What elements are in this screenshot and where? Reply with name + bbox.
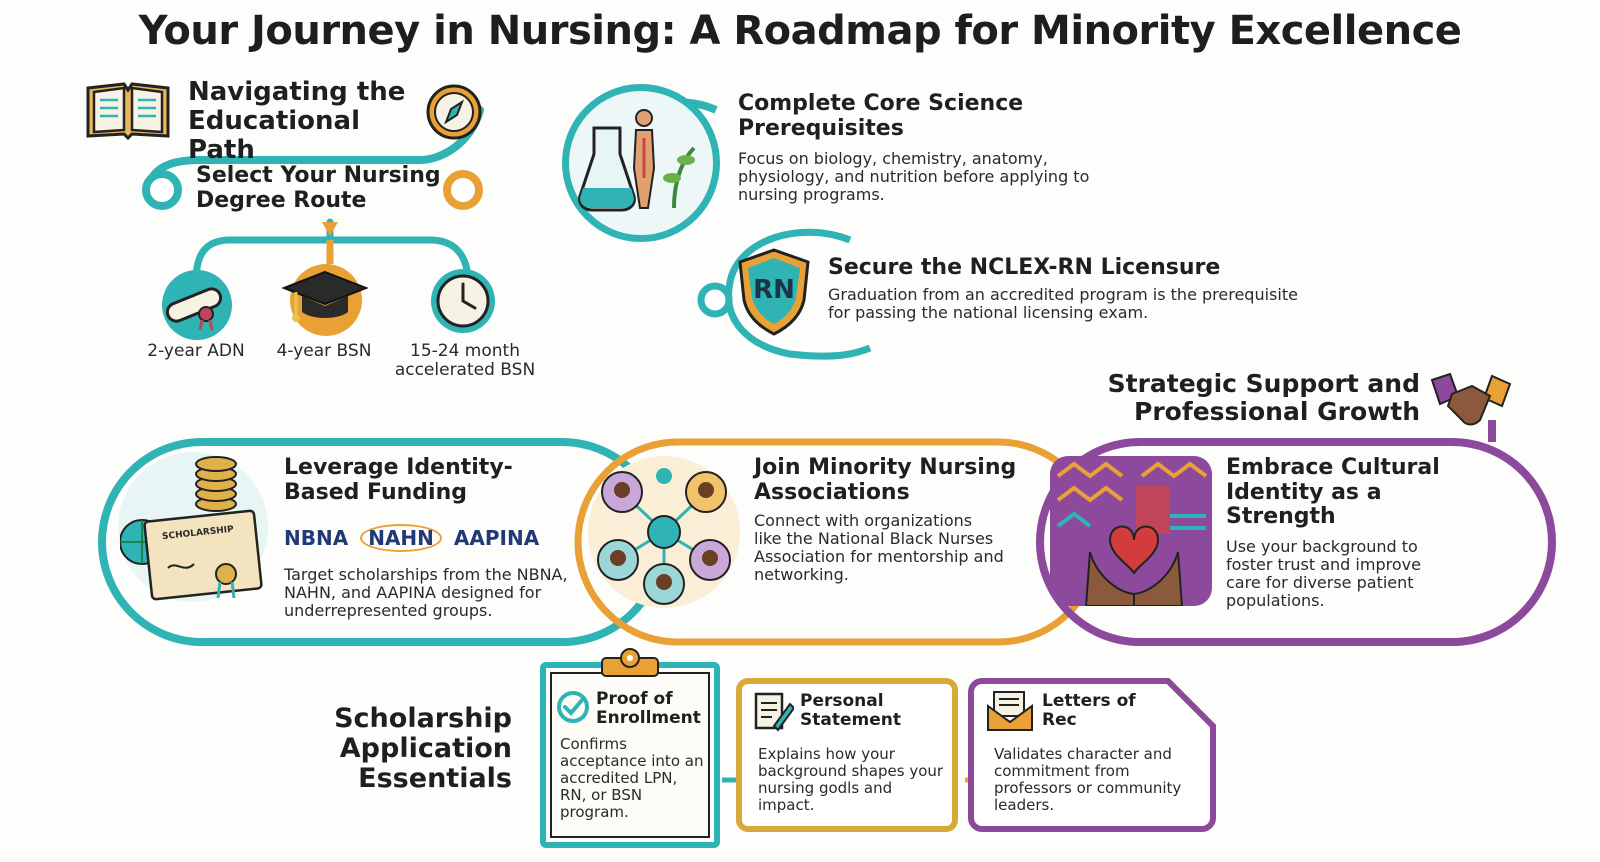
prereq-body: Focus on biology, chemistry, anatomy, ph… xyxy=(738,149,1090,205)
educational-path-heading: Navigating the Educational Path xyxy=(188,77,406,166)
page-title: Your Journey in Nursing: A Roadmap for M… xyxy=(138,8,1462,54)
proof-enrollment-paper xyxy=(550,672,710,838)
proof-enrollment-body: Confirms acceptance into an accredited L… xyxy=(560,735,704,821)
open-book-icon xyxy=(86,82,170,141)
rn-badge-text: RN xyxy=(753,275,795,305)
logo-nbna: NBNA xyxy=(284,526,349,550)
rn-shield-icon xyxy=(738,248,810,336)
nclex-heading: Secure the NCLEX-RN Licensure xyxy=(828,255,1221,280)
prereq-heading: Complete Core Science Prerequisites xyxy=(738,91,1024,141)
envelope-icon xyxy=(987,691,1033,731)
personal-statement-card xyxy=(736,678,958,832)
essentials-heading: Scholarship Application Essentials xyxy=(334,703,512,795)
clock-icon xyxy=(431,269,495,333)
document-pen-icon xyxy=(754,692,794,732)
scholarship-funding-icon xyxy=(120,456,263,601)
personal-statement-heading: Personal Statement xyxy=(800,691,901,731)
letters-heading: Letters of Rec xyxy=(1042,691,1136,731)
route-label-accelerated: 15-24 month accelerated BSN xyxy=(394,341,536,381)
associations-heading: Join Minority Nursing Associations xyxy=(754,455,1017,505)
support-heading: Strategic Support and Professional Growt… xyxy=(1107,369,1420,426)
funding-logos: NBNA NAHN AAPINA xyxy=(284,524,539,552)
funding-heading: Leverage Identity-Based Funding xyxy=(284,455,513,505)
letters-body: Validates character and commitment from … xyxy=(994,745,1182,814)
logo-nahn: NAHN xyxy=(360,524,442,552)
handshake-icon xyxy=(1430,372,1512,426)
science-lab-icon xyxy=(578,109,696,212)
clipboard-clip-icon xyxy=(601,648,659,677)
route-label-adn: 2-year ADN xyxy=(147,341,245,361)
compass-icon xyxy=(426,84,482,140)
checkmark-icon xyxy=(557,691,589,723)
cultural-pattern-heart-icon xyxy=(1050,456,1212,606)
funding-body: Target scholarships from the NBNA, NAHN,… xyxy=(284,565,568,621)
cultural-heading: Embrace Cultural Identity as a Strength xyxy=(1226,455,1440,530)
graduation-cap-icon xyxy=(281,270,369,322)
cultural-body: Use your background to foster trust and … xyxy=(1226,537,1421,611)
proof-enrollment-heading: Proof of Enrollment xyxy=(596,689,701,729)
logo-aapina: AAPINA xyxy=(453,526,540,550)
network-people-icon xyxy=(597,468,731,605)
personal-statement-body: Explains how your background shapes your… xyxy=(758,745,944,814)
degree-route-heading: Select Your Nursing Degree Route xyxy=(196,163,441,213)
associations-body: Connect with organizations like the Nati… xyxy=(754,511,1004,585)
diploma-scroll-icon xyxy=(165,287,223,331)
route-label-bsn: 4-year BSN xyxy=(276,341,372,361)
nclex-body: Graduation from an accredited program is… xyxy=(828,285,1298,323)
